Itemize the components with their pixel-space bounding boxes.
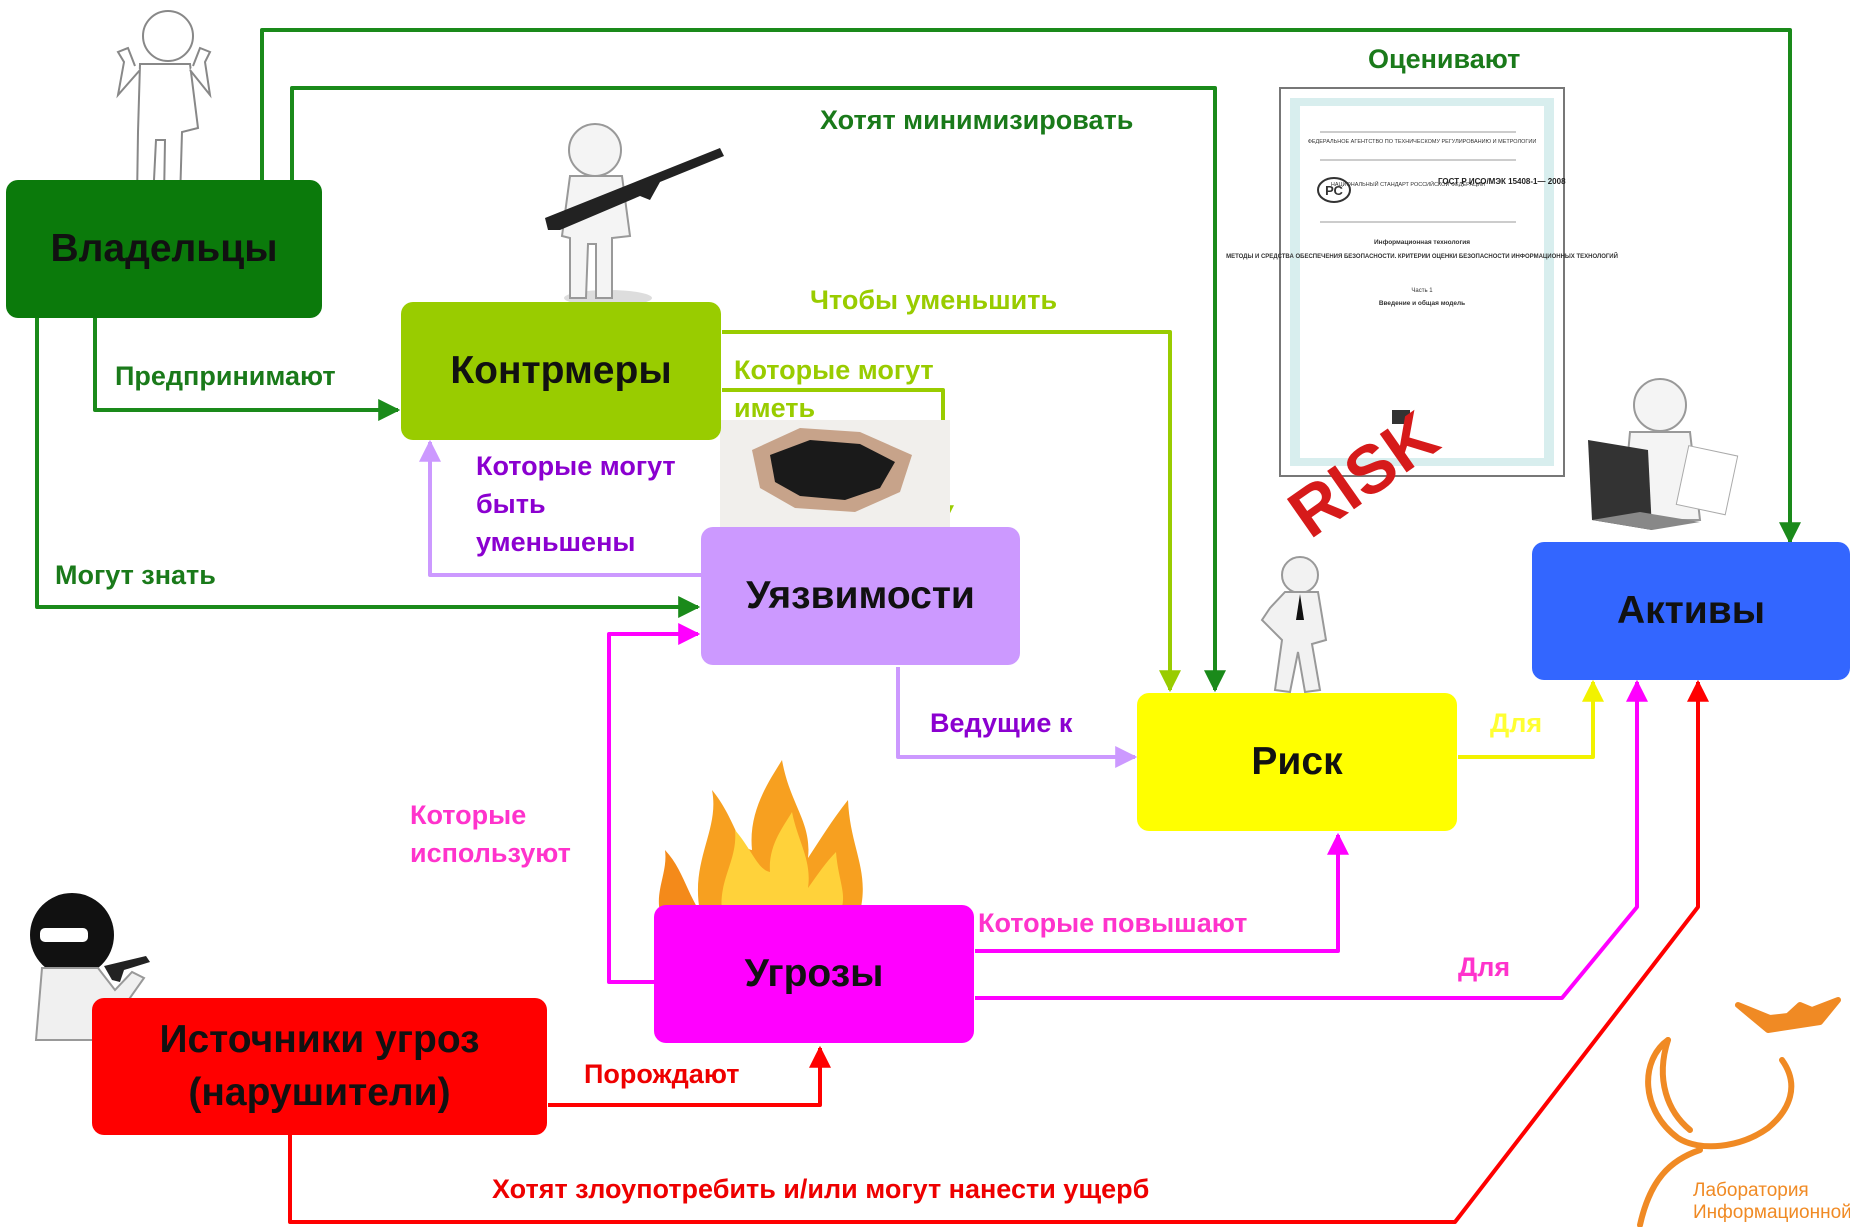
label-may-be-reduced: Которые могут быть уменьшены xyxy=(476,451,676,557)
label-leading-to: Ведущие к xyxy=(930,708,1073,738)
thumbs-up-figure-icon xyxy=(116,10,212,201)
logo-text-line1: Лаборатория xyxy=(1693,1180,1809,1201)
label-may-have: Которые могут иметь xyxy=(734,355,934,423)
svg-text:Информационная технология: Информационная технология xyxy=(1374,239,1470,246)
edge-threats-increase-risk xyxy=(975,832,1349,953)
fox-logo-icon xyxy=(1637,997,1841,1227)
edge-sources-abuse-assets xyxy=(288,679,1709,1224)
node-assets: Активы xyxy=(1532,542,1850,680)
svg-text:РС: РС xyxy=(1325,183,1343,198)
node-countermeasures: Контрмеры xyxy=(401,302,721,440)
edge-owners-minimize-risk xyxy=(290,86,1226,693)
label-want-abuse: Хотят злоупотребить и/или могут нанести … xyxy=(492,1174,1150,1204)
label-which-use: Которые используют xyxy=(410,800,571,868)
node-risk: Риск xyxy=(1137,693,1457,831)
edge-threats-use-vulnerabilities xyxy=(607,623,701,984)
label-take: Предпринимают xyxy=(115,361,336,391)
label-which-increase: Которые повышают xyxy=(978,908,1248,938)
edge-countermeasures-reduce-risk xyxy=(722,330,1181,693)
svg-text:Введение и общая модель: Введение и общая модель xyxy=(1379,299,1465,307)
node-threats: Угрозы xyxy=(654,905,974,1043)
gost-document-icon: ФЕДЕРАЛЬНОЕ АГЕНТСТВО ПО ТЕХНИЧЕСКОМУ РЕ… xyxy=(1226,87,1618,477)
flames-icon xyxy=(658,760,863,912)
label-for-threats: Для xyxy=(1458,952,1511,982)
edge-threats-for-assets xyxy=(975,679,1648,1000)
svg-text:ГОСТ Р ИСО/МЭК 15408-1— 2008: ГОСТ Р ИСО/МЭК 15408-1— 2008 xyxy=(1438,177,1566,186)
edge-owners-assess-assets xyxy=(260,28,1801,545)
svg-text:ФЕДЕРАЛЬНОЕ АГЕНТСТВО ПО ТЕХНИ: ФЕДЕРАЛЬНОЕ АГЕНТСТВО ПО ТЕХНИЧЕСКОМУ РЕ… xyxy=(1308,139,1537,145)
label-to-reduce: Чтобы уменьшить xyxy=(810,285,1058,315)
svg-text:МЕТОДЫ И СРЕДСТВА ОБЕСПЕЧЕНИЯ: МЕТОДЫ И СРЕДСТВА ОБЕСПЕЧЕНИЯ БЕЗОПАСНОС… xyxy=(1226,252,1618,260)
edge-risk-for-assets xyxy=(1458,679,1604,759)
hole-in-wall-icon xyxy=(720,420,950,530)
label-assess: Оценивают xyxy=(1368,44,1521,74)
edge-owners-know-vulnerabilities xyxy=(35,318,701,618)
node-owners: Владельцы xyxy=(6,180,322,318)
edge-owners-take-countermeasures xyxy=(93,318,401,421)
logo-text-line2: Информационной xyxy=(1693,1202,1850,1223)
edge-vulnerabilities-lead-risk xyxy=(896,667,1138,768)
label-want-minimize: Хотят минимизировать xyxy=(820,105,1134,135)
edge-vulnerabilities-reduced-countermeasures xyxy=(419,439,701,577)
node-threat-sources: Источники угроз (нарушители) xyxy=(92,998,547,1135)
figure-with-rifle-icon xyxy=(545,123,724,306)
hooded-figure-with-pistol-icon xyxy=(30,893,150,1041)
laptop-figure-icon xyxy=(1588,378,1739,530)
svg-text:НАЦИОНАЛЬНЫЙ СТАНДАРТ РОССИЙСК: НАЦИОНАЛЬНЫЙ СТАНДАРТ РОССИЙСКОЙ ФЕДЕРАЦ… xyxy=(1331,180,1485,188)
edge-sources-give-rise-threats xyxy=(548,1045,831,1107)
label-give-rise: Порождают xyxy=(584,1059,740,1089)
node-vulnerabilities: Уязвимости xyxy=(701,527,1020,665)
label-may-know: Могут знать xyxy=(55,560,216,590)
svg-text:Часть 1: Часть 1 xyxy=(1411,288,1433,294)
label-for-risk: Для xyxy=(1490,708,1543,738)
